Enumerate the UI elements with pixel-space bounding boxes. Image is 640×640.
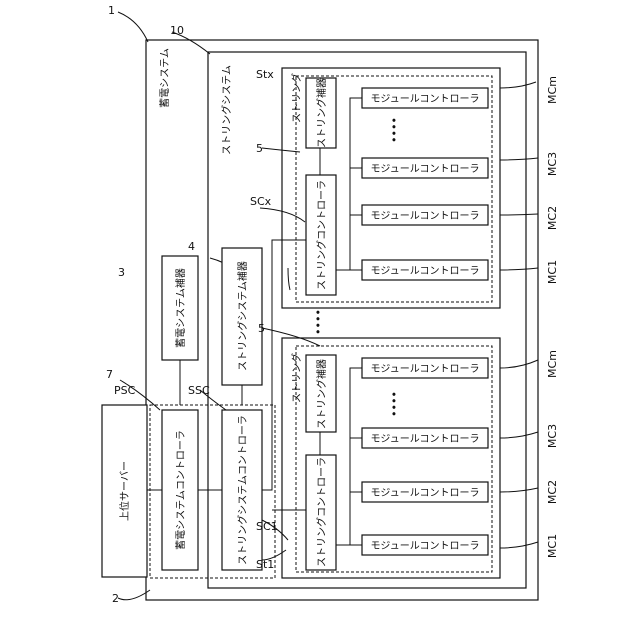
- string-system-title: ストリングシステム: [220, 65, 233, 155]
- ref-st1: St1: [256, 558, 274, 571]
- ref-4: 4: [188, 240, 195, 253]
- dots-bottom: ••••: [388, 391, 401, 417]
- label-mcm-top: MCm: [546, 76, 559, 104]
- string-controller-bottom-text: ストリングコントローラ: [315, 457, 328, 567]
- storage-system-frame: [146, 40, 538, 600]
- module-controller-top-mcm-text: モジュールコントローラ: [370, 93, 479, 105]
- bottom-controller-bus: [336, 368, 362, 545]
- label-mc2-bottom: MC2: [546, 480, 559, 504]
- ref-2: 2: [112, 592, 119, 605]
- string-bottom-title: ストリング: [290, 353, 303, 403]
- ref-sc1: SC1: [256, 520, 278, 533]
- module-controller-top-mc3-text: モジュールコントローラ: [370, 163, 479, 175]
- storage-system-title: 蓄電システム: [159, 48, 171, 108]
- string-controller-top-text: ストリングコントローラ: [315, 180, 328, 290]
- ref-stx: Stx: [256, 68, 274, 81]
- label-mc1-top: MC1: [546, 260, 559, 284]
- string-system-aux-text: ストリングシステム補器: [236, 261, 249, 371]
- dots-between-strings: ••••: [312, 309, 325, 335]
- ref-10: 10: [170, 24, 184, 37]
- label-mc3-top: MC3: [546, 152, 559, 176]
- ref-ssc: SSC: [188, 384, 210, 397]
- label-mc3-bottom: MC3: [546, 424, 559, 448]
- ref-1: 1: [108, 4, 115, 17]
- label-mcm-bottom: MCm: [546, 350, 559, 378]
- ref-3: 3: [118, 266, 125, 279]
- storage-system-controller-text: 蓄電システムコントローラ: [175, 430, 187, 550]
- ref-5-top: 5: [256, 142, 263, 155]
- module-controller-bottom-mc3-text: モジュールコントローラ: [370, 433, 479, 445]
- top-controller-bus: [336, 98, 362, 270]
- label-mc1-bottom: MC1: [546, 534, 559, 558]
- storage-system-aux-text: 蓄電システム補器: [174, 268, 187, 348]
- module-controller-bottom-mcm-text: モジュールコントローラ: [370, 363, 479, 375]
- label-mc2-top: MC2: [546, 206, 559, 230]
- string-top-title: ストリング: [290, 73, 303, 123]
- module-controller-top-mc1-text: モジュールコントローラ: [370, 265, 479, 277]
- dots-top: ••••: [388, 117, 401, 143]
- module-controller-top-mc2-text: モジュールコントローラ: [370, 210, 479, 222]
- module-controller-bottom-mc1-text: モジュールコントローラ: [370, 540, 479, 552]
- ref-7: 7: [106, 368, 113, 381]
- string-system-controller-text: ストリングシステムコントローラ: [236, 415, 249, 565]
- string-aux-top-text: ストリング補器: [315, 78, 328, 148]
- ref-psc: PSC: [114, 384, 136, 397]
- string-aux-bottom-text: ストリング補器: [315, 359, 328, 429]
- ref-scx: SCx: [250, 195, 272, 208]
- upper-server-text: 上位サーバー: [118, 461, 131, 521]
- ref-5-bottom: 5: [258, 322, 265, 335]
- module-controller-bottom-mc2-text: モジュールコントローラ: [370, 487, 479, 499]
